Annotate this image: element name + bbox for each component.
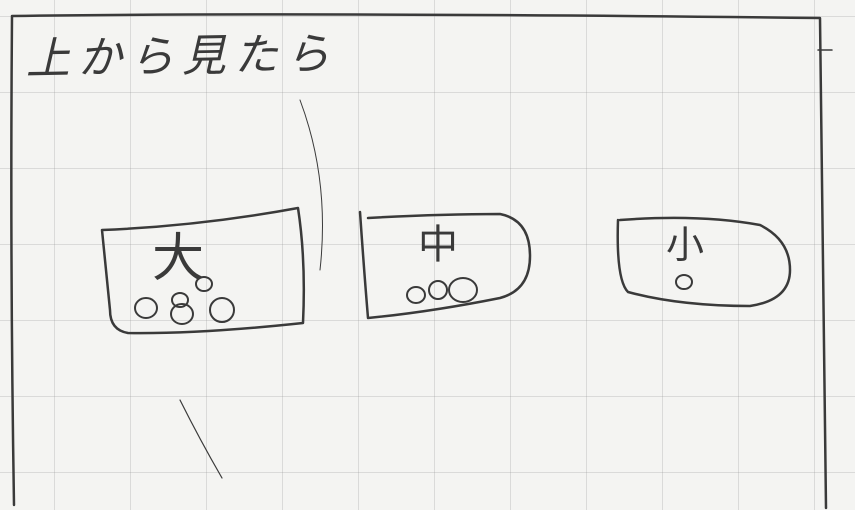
marble <box>448 277 478 303</box>
container-medium-outline <box>358 210 532 320</box>
container-small-outline <box>616 216 792 308</box>
marble <box>675 274 693 290</box>
container-small-circles <box>675 274 693 290</box>
container-large-circles <box>134 276 235 325</box>
container-large-label: 大 <box>152 229 204 289</box>
container-large: 大 <box>100 206 306 335</box>
container-small: 小 <box>616 216 792 308</box>
container-medium-circles <box>406 277 478 304</box>
marble <box>170 303 194 325</box>
marble <box>134 297 158 319</box>
container-medium: 中 <box>358 210 532 320</box>
marble <box>428 280 448 300</box>
container-small-label: 小 <box>666 223 704 267</box>
marble <box>171 292 189 308</box>
outer-frame <box>10 13 828 510</box>
marble <box>209 297 235 323</box>
title-text: 上から見たら <box>25 29 338 85</box>
stray-mark <box>299 99 323 271</box>
marble <box>406 286 426 304</box>
marble <box>195 276 213 292</box>
container-large-outline <box>100 206 306 335</box>
container-medium-label: 中 <box>418 222 458 268</box>
stray-mark <box>179 399 223 479</box>
